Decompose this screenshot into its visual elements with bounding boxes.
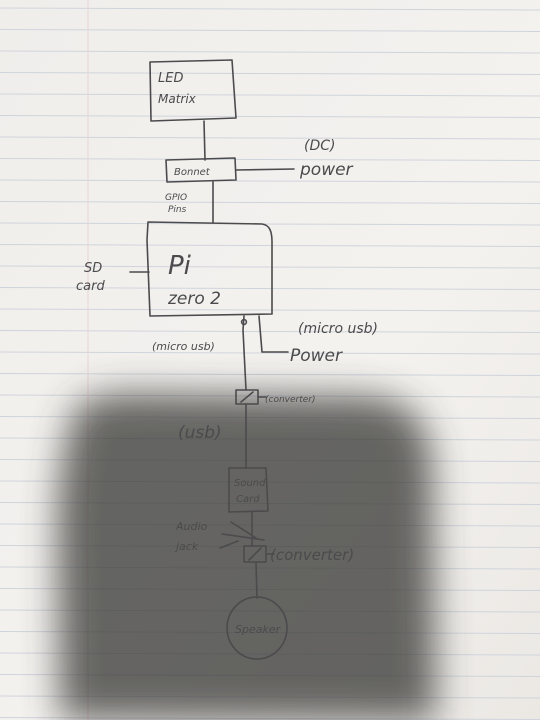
- ruled-line: [0, 265, 540, 269]
- micro-usb-right-label: (micro usb): [298, 321, 378, 337]
- usb-label: (usb): [178, 423, 222, 443]
- led-matrix-label-line2: Matrix: [158, 92, 197, 106]
- speaker-circle: [226, 596, 288, 660]
- usb-port-dot: [240, 318, 248, 326]
- converter-bottom-box: [243, 545, 267, 563]
- converter-top-label: (converter): [265, 395, 316, 405]
- ruled-line: [0, 201, 540, 204]
- ruled-line: [0, 72, 540, 75]
- audio-jack-tick-2: [221, 533, 265, 541]
- audio-jack-tick-3: [219, 540, 239, 549]
- ruled-line: [0, 136, 540, 140]
- sd-card-label-bottom: card: [76, 279, 105, 294]
- pi-label-line2: zero 2: [167, 289, 221, 309]
- dc-power-label-bottom: power: [299, 160, 354, 180]
- converter-bottom-label: (converter): [270, 546, 354, 564]
- pi-usb-wire: [242, 315, 247, 391]
- pi-zero-box: [146, 221, 273, 317]
- hand-shadow: [57, 393, 437, 720]
- gpio-label-top: GPIO: [165, 193, 187, 203]
- ruled-line: [0, 29, 540, 32]
- speaker-wire: [255, 561, 258, 599]
- pi-label-line1: Pi: [168, 251, 192, 281]
- ruled-line: [0, 330, 540, 333]
- audio-jack-tick-1: [230, 521, 257, 539]
- bonnet-power-wire: [235, 168, 295, 171]
- led-matrix-label-line1: LED: [158, 71, 183, 86]
- ruled-line: [0, 308, 540, 312]
- ruled-line: [0, 115, 540, 118]
- power-right-label: Power: [290, 346, 343, 366]
- ruled-line: [0, 179, 540, 183]
- ruled-line: [0, 373, 540, 376]
- ruled-line: [0, 50, 540, 54]
- ruled-line: [0, 93, 540, 97]
- ruled-line: [0, 158, 540, 161]
- converter-top-box: [235, 389, 259, 405]
- converter-top-slash: [240, 391, 254, 403]
- sound-card-box: [228, 467, 269, 513]
- sd-card-label-top: SD: [84, 261, 102, 276]
- ruled-line: [0, 287, 540, 290]
- ruled-line: [0, 244, 540, 247]
- led-bonnet-wire: [203, 120, 206, 161]
- speaker-label: Speaker: [235, 623, 282, 636]
- bonnet-label: Bonnet: [174, 167, 211, 178]
- converter-bottom-slash: [248, 547, 262, 561]
- sound-card-label-line1: Sound: [234, 478, 266, 489]
- audio-jack-label-top: Audio: [175, 520, 208, 533]
- ruled-line: [0, 222, 540, 226]
- gpio-label-bottom: Pins: [168, 205, 187, 215]
- bonnet-box: [165, 157, 237, 183]
- ruled-line: [0, 351, 540, 355]
- micro-usb-left-label: (micro usb): [152, 340, 215, 353]
- pi-power-wire: [258, 315, 289, 353]
- led-matrix-box: [149, 59, 237, 122]
- audio-jack-label-bottom: jack: [174, 540, 199, 553]
- dc-power-label-top: (DC): [304, 138, 335, 154]
- ruled-line: [0, 7, 540, 11]
- sound-card-label-line2: Card: [236, 494, 260, 505]
